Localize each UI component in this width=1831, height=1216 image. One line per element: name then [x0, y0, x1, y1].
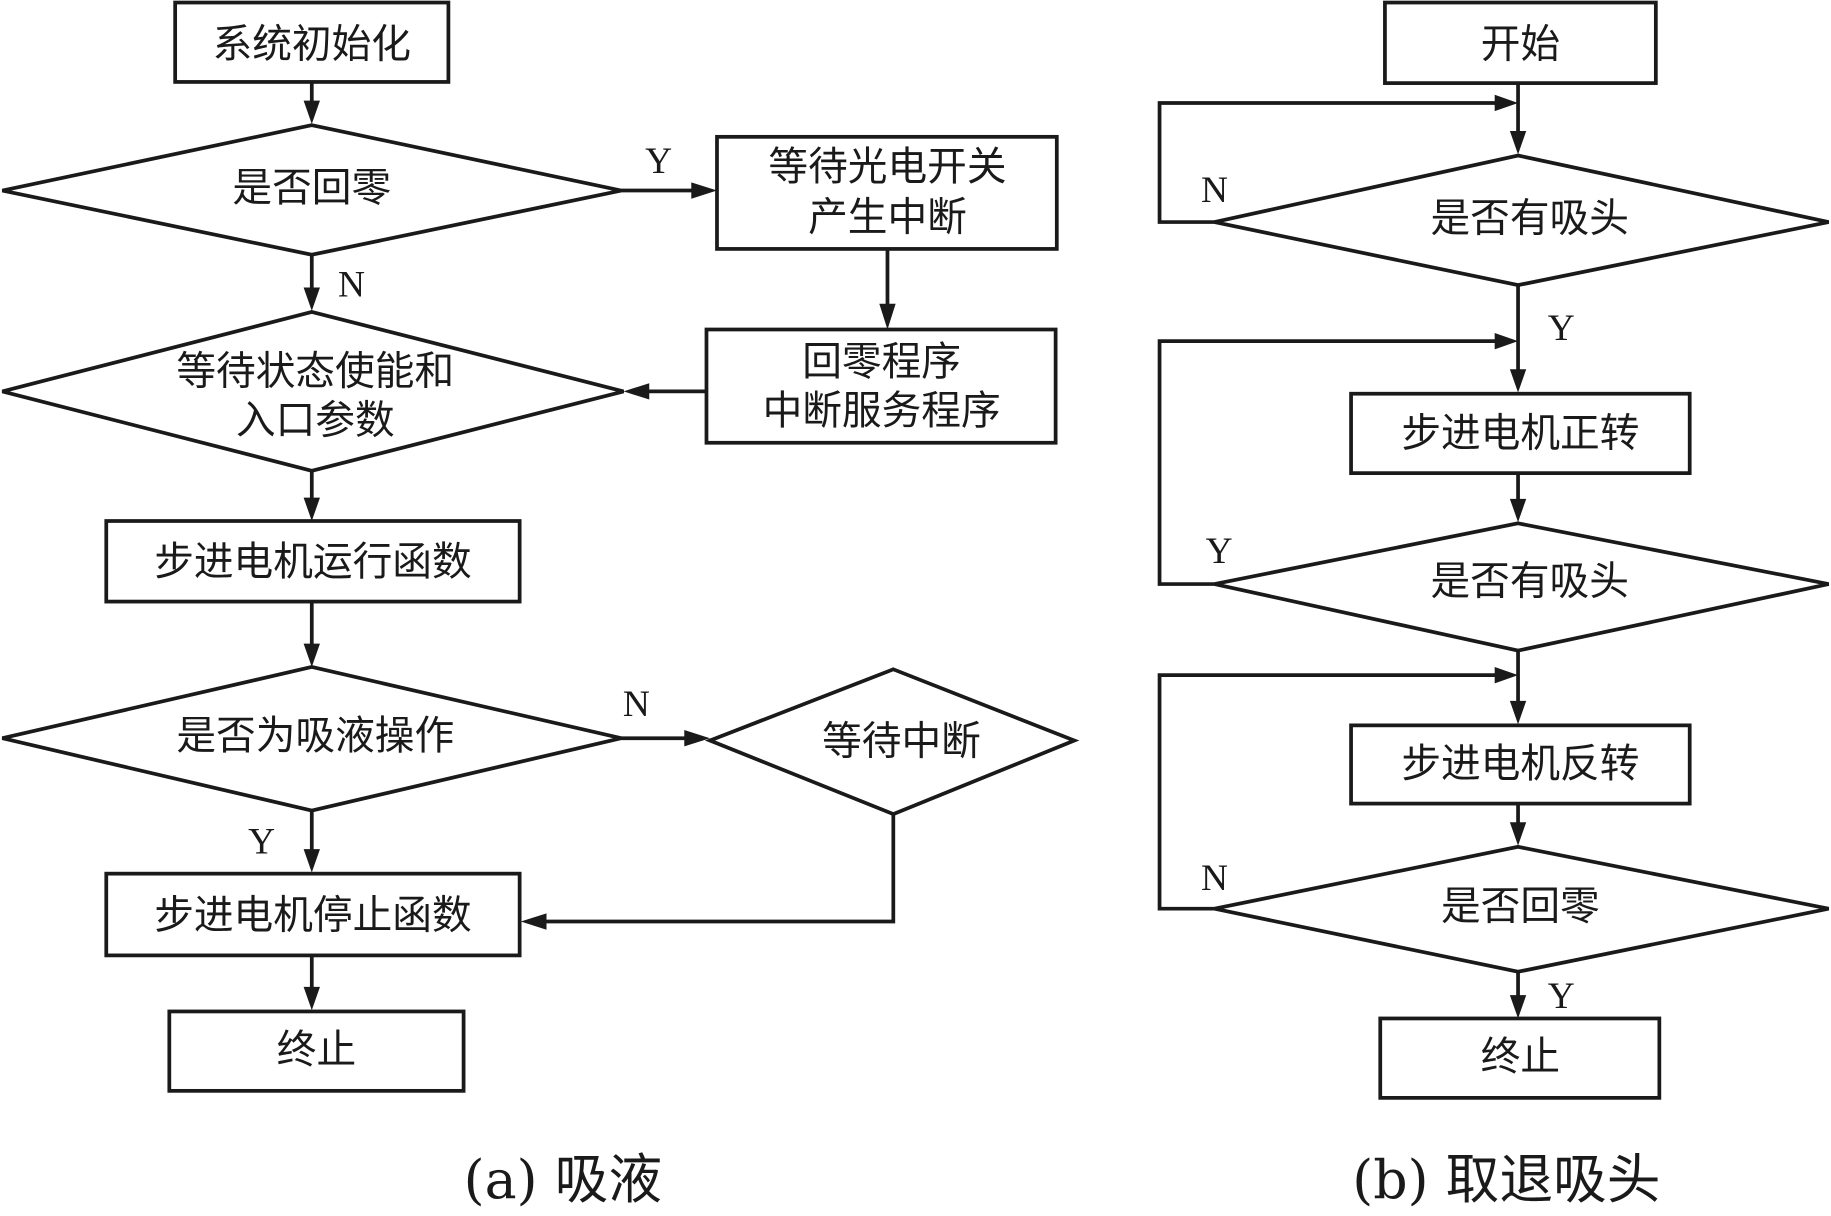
arrowhead — [1494, 94, 1519, 112]
arrow-interrupt-to-stop — [537, 814, 896, 924]
arrowhead — [1509, 130, 1527, 155]
arrowhead — [303, 643, 320, 667]
node-motor-reverse-label: 步进电机反转 — [1401, 741, 1639, 787]
node-zero-isr-line1: 回零程序 — [802, 339, 961, 385]
loop-tip2-yes — [1157, 339, 1501, 586]
loop-zero-no — [1157, 673, 1501, 911]
arrowhead — [879, 303, 896, 330]
arrowhead — [1509, 700, 1527, 725]
arrowhead — [691, 182, 717, 199]
label-zero-yes-b: Y — [1548, 976, 1575, 1017]
flowchart-b: 开始 N 是否有吸头 Y Y 步进电机正转 是否有吸头 — [1157, 0, 1830, 1211]
label-aspirate-no: N — [623, 684, 650, 725]
node-motor-stop-function — [104, 871, 522, 958]
node-motor-reverse — [1349, 723, 1692, 806]
label-zero-yes: Y — [645, 141, 672, 182]
arrowhead — [623, 383, 650, 400]
arrowhead — [1509, 995, 1527, 1019]
node-wait-photoswitch-line2: 产生中断 — [808, 194, 967, 240]
loop-tip1-no — [1157, 101, 1501, 224]
decision-wait-interrupt-label: 等待中断 — [822, 719, 981, 765]
decision-is-zero-label: 是否回零 — [232, 165, 391, 211]
node-motor-forward — [1349, 391, 1692, 475]
node-end-a-label: 终止 — [277, 1027, 356, 1073]
node-end-b-label: 终止 — [1481, 1034, 1560, 1080]
decision-is-aspirate-label: 是否为吸液操作 — [176, 713, 454, 759]
decision-has-tip-2-label: 是否有吸头 — [1431, 559, 1629, 605]
arrowhead — [303, 497, 320, 522]
node-zero-isr-line2: 中断服务程序 — [763, 388, 1001, 434]
label-zero-no: N — [338, 265, 365, 306]
arrowhead — [1494, 666, 1519, 684]
arrowhead — [303, 849, 320, 873]
arrowhead — [1494, 332, 1519, 350]
label-tip1-no: N — [1201, 170, 1228, 211]
node-motor-run-function-label: 步进电机运行函数 — [154, 539, 472, 585]
arrowhead — [1509, 369, 1527, 393]
node-end-b — [1378, 1016, 1662, 1100]
node-start — [1383, 0, 1658, 85]
caption-b: (b) 取退吸头 — [1352, 1148, 1660, 1211]
arrowhead — [303, 287, 320, 311]
node-wait-photoswitch-line1: 等待光电开关 — [768, 144, 1006, 190]
decision-is-zero-b-label: 是否回零 — [1441, 883, 1600, 929]
node-system-init-label: 系统初始化 — [213, 22, 411, 68]
label-tip1-yes: Y — [1548, 308, 1575, 349]
decision-has-tip-1-label: 是否有吸头 — [1431, 196, 1629, 242]
node-zero-isr — [704, 327, 1058, 445]
arrowhead — [303, 986, 320, 1011]
decision-wait-enable-line1: 等待状态使能和 — [176, 349, 454, 395]
arrowhead — [303, 100, 320, 124]
node-motor-stop-function-label: 步进电机停止函数 — [154, 893, 472, 939]
label-zero-no-b: N — [1201, 858, 1228, 899]
arrowhead — [1509, 822, 1527, 846]
arrowhead — [520, 913, 547, 930]
arrowhead — [1509, 498, 1527, 523]
label-tip2-yes: Y — [1206, 531, 1233, 572]
caption-a: (a) 吸液 — [464, 1148, 662, 1211]
node-end-a — [167, 1009, 466, 1093]
decision-wait-enable-line2: 入口参数 — [236, 398, 395, 444]
node-motor-forward-label: 步进电机正转 — [1401, 410, 1639, 456]
node-start-label: 开始 — [1481, 22, 1560, 68]
node-system-init — [173, 0, 451, 84]
flowchart-a: 系统初始化 是否回零 Y 等待光电开关 产生中断 回零程序 中断服务程序 N 等… — [1, 0, 1080, 1211]
node-motor-run-function — [104, 519, 522, 604]
arrowhead — [684, 730, 710, 747]
label-aspirate-yes: Y — [248, 822, 275, 863]
